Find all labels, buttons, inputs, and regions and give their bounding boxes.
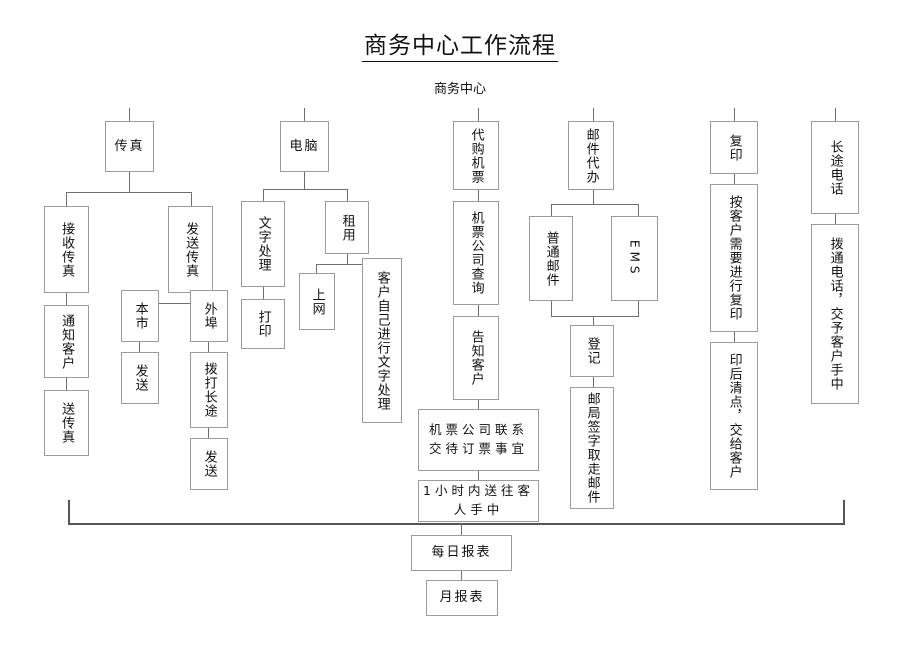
- connector-ld-send: [208, 428, 209, 438]
- connector-fax-down: [129, 172, 130, 192]
- node-fax-deliver[interactable]: 送传真: [44, 390, 89, 456]
- connector-summary-right-tick: [843, 500, 845, 524]
- connector-local-send: [139, 342, 140, 352]
- connector-notify-deliver: [66, 378, 67, 390]
- node-report-monthly[interactable]: 月报表: [426, 580, 498, 616]
- node-copy-root[interactable]: 复印: [710, 121, 758, 174]
- connector-pc-split: [263, 189, 348, 190]
- node-mail-ordinary[interactable]: 普通邮件: [529, 216, 573, 301]
- connector-ldroot-dial: [835, 214, 836, 224]
- connector-copy-stub: [734, 108, 735, 121]
- connector-ld-stub: [835, 108, 836, 121]
- node-fax-dial-ld[interactable]: 拨打长途: [190, 352, 228, 428]
- connector-query-inform: [478, 305, 479, 316]
- connector-daily-monthly: [461, 571, 462, 580]
- connector-fax-stub: [129, 108, 130, 121]
- connector-fax-split: [66, 192, 192, 193]
- connector-inform-contact: [478, 400, 479, 409]
- connector-pc-down: [304, 172, 305, 189]
- node-ld-root[interactable]: 长途电话: [811, 121, 859, 214]
- node-fax-receive[interactable]: 接收传真: [44, 206, 89, 293]
- node-report-daily[interactable]: 每日报表: [411, 535, 512, 571]
- connector-copy-do: [734, 174, 735, 184]
- node-pc-self[interactable]: 客户自己进行文字处理: [362, 258, 402, 423]
- connector-mail-down: [593, 190, 594, 204]
- node-fax-local-send[interactable]: 发送: [121, 352, 159, 404]
- connector-remote-ld: [208, 342, 209, 352]
- connector-register-postoffice: [593, 377, 594, 387]
- connector-pc-stub: [304, 108, 305, 121]
- page-subtitle: 商务中心: [433, 82, 486, 97]
- node-fax-local[interactable]: 本市: [121, 290, 159, 342]
- connector-fax-right-drop: [191, 192, 192, 206]
- node-ticket-inform[interactable]: 告知客户: [453, 316, 499, 400]
- connector-merge-register: [593, 316, 594, 325]
- connector-mail-merge: [551, 316, 639, 317]
- connector-ems-merge: [638, 301, 639, 316]
- node-mail-root[interactable]: 邮件代办: [568, 121, 614, 190]
- connector-receive-notify: [66, 293, 67, 305]
- node-mail-register[interactable]: 登记: [570, 325, 614, 377]
- node-ticket-query[interactable]: 机票公司查询: [453, 201, 499, 305]
- node-mail-postoffice[interactable]: 邮局签字取走邮件: [570, 387, 614, 509]
- node-ld-dial[interactable]: 拨通电话，交予客户手中: [811, 224, 859, 404]
- connector-bar-daily: [461, 523, 462, 535]
- node-fax-root[interactable]: 传真: [105, 121, 154, 172]
- page-title-text: 商务中心工作流程: [362, 33, 558, 62]
- node-copy-check[interactable]: 印后清点，交给客户: [710, 342, 758, 490]
- connector-send-split: [139, 303, 209, 304]
- connector-do-check: [734, 332, 735, 342]
- connector-contact-deliver: [478, 471, 479, 480]
- connector-summary-bar: [68, 523, 845, 525]
- node-fax-remote[interactable]: 外埠: [190, 290, 228, 342]
- connector-summary-left-tick: [68, 500, 70, 524]
- connector-ticket-stub: [478, 108, 479, 121]
- connector-fax-left-drop: [66, 192, 67, 206]
- connector-mail-left-drop: [551, 204, 552, 216]
- node-pc-rent[interactable]: 租用: [325, 201, 369, 254]
- node-pc-internet[interactable]: 上网: [299, 273, 335, 330]
- connector-rent-split: [316, 264, 383, 265]
- node-ticket-contact[interactable]: 机票公司联系交待订票事宜: [418, 409, 539, 471]
- connector-mail-right-drop: [638, 204, 639, 216]
- connector-rent-down: [347, 254, 348, 264]
- connector-ticket-query: [478, 190, 479, 201]
- node-fax-remote-send[interactable]: 发送: [190, 438, 228, 490]
- connector-mail-stub: [593, 108, 594, 121]
- node-mail-ems[interactable]: EMS: [611, 216, 658, 301]
- node-fax-send[interactable]: 发送传真: [168, 206, 213, 293]
- connector-rent-left-drop: [316, 264, 317, 273]
- node-fax-notify[interactable]: 通知客户: [44, 305, 89, 378]
- connector-word-print: [263, 287, 264, 299]
- node-pc-root[interactable]: 电脑: [280, 121, 329, 172]
- connector-pc-right-drop: [347, 189, 348, 201]
- node-pc-print[interactable]: 打印: [241, 299, 285, 349]
- node-copy-do[interactable]: 按客户需要进行复印: [710, 184, 758, 332]
- page-title: 商务中心工作流程: [0, 26, 920, 62]
- node-ticket-root[interactable]: 代购机票: [453, 121, 499, 190]
- connector-pc-left-drop: [263, 189, 264, 201]
- connector-mail-split: [551, 204, 639, 205]
- connector-ordinary-merge: [551, 301, 552, 316]
- node-ticket-deliver[interactable]: 1小时内送往客人手中: [418, 480, 539, 522]
- node-pc-word[interactable]: 文字处理: [241, 201, 285, 287]
